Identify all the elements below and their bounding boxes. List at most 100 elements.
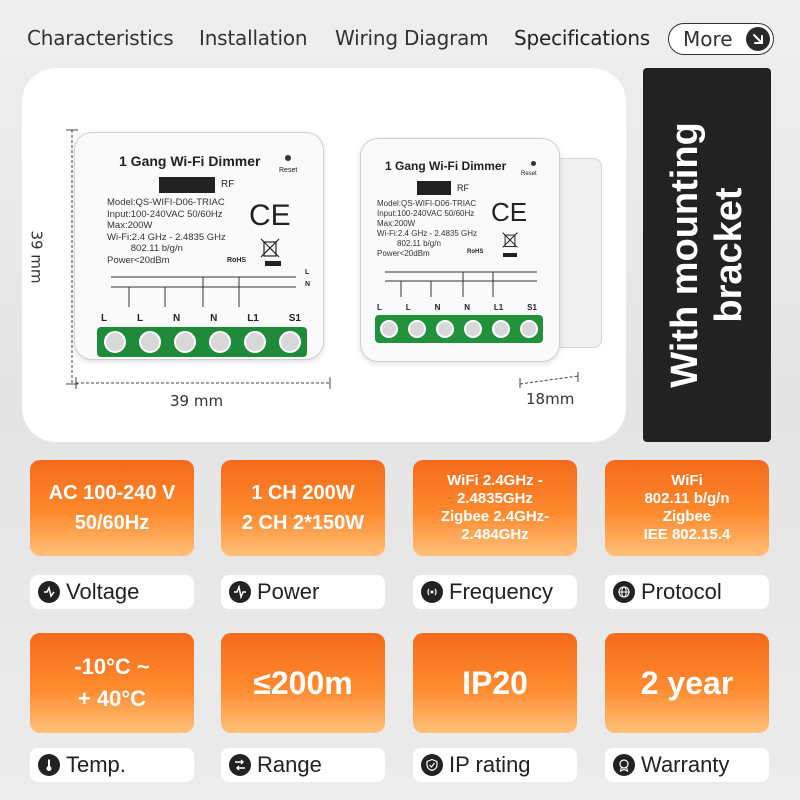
rohs-label: RoHS xyxy=(467,249,484,255)
screw-terminal xyxy=(380,320,398,338)
width-dimension-label: 39 mm xyxy=(170,392,224,410)
screw-terminal xyxy=(492,320,510,338)
device-title: 1 Gang Wi-Fi Dimmer xyxy=(385,159,507,173)
power-tile: 1 CH 200W 2 CH 2*150W xyxy=(221,460,385,556)
side-device-image: 1 Gang Wi-Fi Dimmer Reset RF Model:QS-WI… xyxy=(360,138,560,362)
reset-dot xyxy=(285,155,291,161)
bracket-label-text: With mounting bracket xyxy=(664,122,750,388)
top-nav: Characteristics Installation Wiring Diag… xyxy=(0,0,800,78)
voltage-value: AC 100-240 V 50/60Hz xyxy=(48,482,176,534)
temperature-label-bar: Temp. xyxy=(30,748,194,782)
screw-terminal xyxy=(103,331,126,353)
warranty-label: Warranty xyxy=(641,752,730,777)
tab-specifications[interactable]: Specifications xyxy=(514,26,651,50)
temperature-label: Temp. xyxy=(66,752,126,777)
range-value: ≤200m xyxy=(253,664,353,701)
voltage-icon xyxy=(38,581,60,603)
wiring-lines xyxy=(385,271,537,297)
width-dimension-line xyxy=(75,377,331,389)
voltage-tile: AC 100-240 V 50/60Hz xyxy=(30,460,194,556)
power-label: Power xyxy=(257,579,320,604)
screw-terminal xyxy=(436,320,454,338)
warranty-icon xyxy=(613,754,635,776)
mounting-bracket-panel: With mounting bracket xyxy=(643,68,771,442)
terminal-label: N xyxy=(464,303,471,312)
ip-rating-label: IP rating xyxy=(449,752,531,777)
terminal-block xyxy=(375,315,543,343)
temperature-tile: -10°C ~ + 40°C xyxy=(30,633,194,733)
frequency-tile: WiFi 2.4GHz - 2.4835GHz Zigbee 2.4GHz- 2… xyxy=(413,460,577,556)
screw-terminal xyxy=(464,320,482,338)
rohs-label: RoHS xyxy=(227,257,247,264)
arrow-down-right-icon xyxy=(746,27,770,51)
device-title: 1 Gang Wi-Fi Dimmer xyxy=(119,153,261,169)
rf-label: RF xyxy=(457,183,469,193)
bracket-label: With mounting bracket xyxy=(663,122,751,388)
terminal-label: L1 xyxy=(493,303,504,312)
more-button[interactable]: More xyxy=(668,23,774,55)
weee-bin-icon xyxy=(259,237,281,259)
bar-mark xyxy=(503,253,517,257)
rf-connector xyxy=(417,181,451,195)
screw-terminal xyxy=(520,320,538,338)
reset-label: Reset xyxy=(521,171,537,177)
frequency-label: Frequency xyxy=(449,579,553,604)
terminal-labels: L L N N L1 S1 xyxy=(377,303,537,312)
tab-installation[interactable]: Installation xyxy=(199,26,308,50)
screw-terminal xyxy=(278,331,301,353)
weee-bin-icon xyxy=(501,231,519,249)
height-dimension-label: 39 mm xyxy=(27,230,46,284)
wiring-lines xyxy=(111,276,296,307)
frequency-value: WiFi 2.4GHz - 2.4835GHz Zigbee 2.4GHz- 2… xyxy=(440,472,550,543)
bar-mark xyxy=(265,261,281,266)
power-value: 1 CH 200W 2 CH 2*150W xyxy=(241,482,365,534)
rf-connector xyxy=(159,177,215,193)
ce-mark: CE xyxy=(249,199,291,232)
device-spec-text: Model:QS-WIFI-D06-TRIAC Input:100-240VAC… xyxy=(377,199,478,258)
protocol-label-bar: Protocol xyxy=(605,575,769,609)
power-label-bar: Power xyxy=(221,575,385,609)
voltage-label: Voltage xyxy=(66,579,140,604)
shield-icon xyxy=(421,754,443,776)
terminal-label: L xyxy=(377,303,382,312)
device-spec-text: Model:QS-WIFI-D06-TRIAC Input:100-240VAC… xyxy=(107,197,226,266)
range-label: Range xyxy=(257,752,322,777)
terminal-label: L xyxy=(101,313,108,324)
rf-label: RF xyxy=(221,179,235,190)
tab-characteristics[interactable]: Characteristics xyxy=(27,26,174,50)
screw-terminal xyxy=(208,331,231,353)
terminal-label: L1 xyxy=(247,313,259,324)
front-device-image: 1 Gang Wi-Fi Dimmer Reset RF Model:QS-WI… xyxy=(74,132,324,360)
ip-rating-label-bar: IP rating xyxy=(413,748,577,782)
tab-wiring-diagram[interactable]: Wiring Diagram xyxy=(335,26,489,50)
frequency-icon xyxy=(421,581,443,603)
product-image-panel: 39 mm 39 mm 1 Gang Wi-Fi Dimmer Reset RF… xyxy=(22,68,626,442)
protocol-label: Protocol xyxy=(641,579,722,604)
terminal-label: N xyxy=(172,313,181,324)
terminal-label: N xyxy=(210,313,218,324)
protocol-tile: WiFi 802.11 b/g/n Zigbee IEE 802.15.4 xyxy=(605,460,769,556)
warranty-label-bar: Warranty xyxy=(605,748,769,782)
range-label-bar: Range xyxy=(221,748,385,782)
ip-rating-value: IP20 xyxy=(462,664,528,701)
voltage-label-bar: Voltage xyxy=(30,575,194,609)
terminal-label: S1 xyxy=(527,303,537,312)
depth-dimension-label: 18mm xyxy=(526,390,575,408)
screw-terminal xyxy=(243,331,266,353)
thermometer-icon xyxy=(38,754,60,776)
globe-icon xyxy=(613,581,635,603)
terminal-label: L xyxy=(136,313,144,324)
ce-mark: CE xyxy=(491,197,528,227)
terminal-label: S1 xyxy=(288,313,301,324)
range-tile: ≤200m xyxy=(221,633,385,733)
temperature-value: -10°C ~ + 40°C xyxy=(74,654,150,711)
terminal-label: L xyxy=(405,303,411,312)
depth-dimension-line xyxy=(519,372,579,388)
frequency-label-bar: Frequency xyxy=(413,575,577,609)
more-button-label: More xyxy=(683,27,733,51)
line-label-n: N xyxy=(305,281,311,288)
range-icon xyxy=(229,754,251,776)
protocol-value: WiFi 802.11 b/g/n Zigbee IEE 802.15.4 xyxy=(643,472,731,543)
warranty-value: 2 year xyxy=(640,664,734,701)
terminal-block xyxy=(97,327,307,357)
